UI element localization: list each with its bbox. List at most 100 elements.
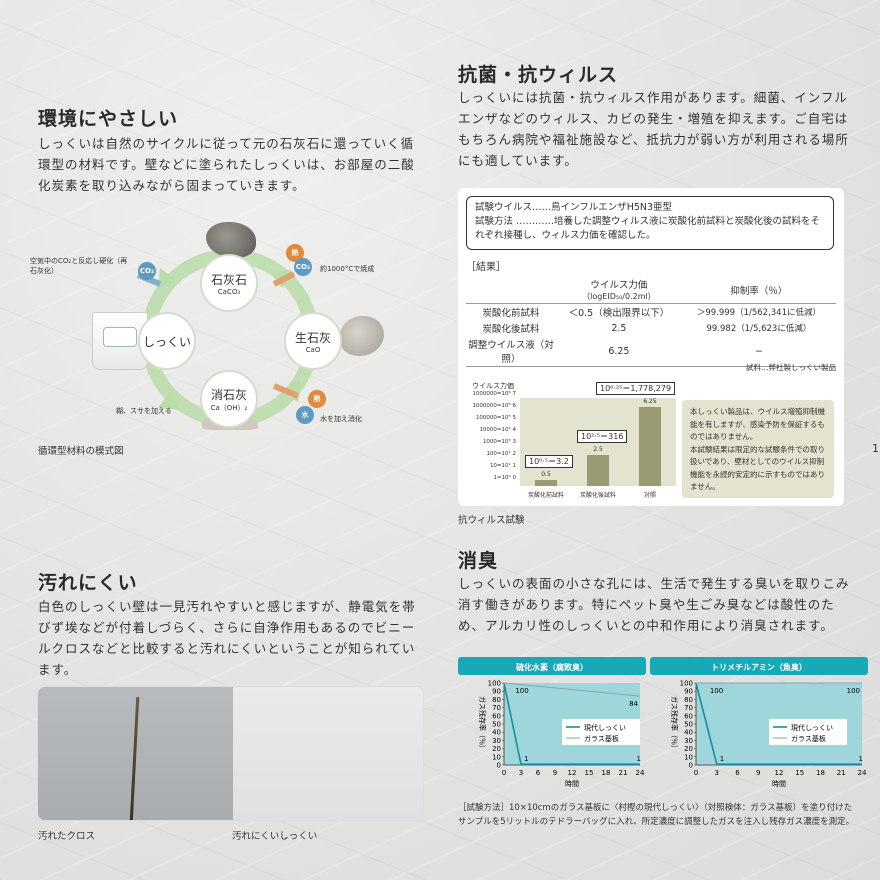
dirt-comparison-photo xyxy=(37,686,424,821)
node-slaked-lime-label: 消石灰 xyxy=(210,387,247,402)
node-quicklime-label: 生石灰 xyxy=(294,330,331,345)
y-tick-label: 50 xyxy=(684,721,693,729)
legend-label: ガラス基板 xyxy=(791,734,826,743)
data-label: 1 xyxy=(720,755,724,763)
node-limestone-formula: CaCO₃ xyxy=(217,287,241,296)
data-label: 100 xyxy=(847,687,860,695)
bar-value-label: 0.5 xyxy=(541,470,551,478)
bar-callout: 10⁰·⁵＝3.2 xyxy=(525,454,573,468)
x-tick-label: 0 xyxy=(694,769,698,777)
dirt-caption-left: 汚れたクロス xyxy=(38,831,96,842)
anti-title: 抗菌・抗ウィルス xyxy=(458,64,619,86)
y-axis-label: ガス残存率（％） xyxy=(478,696,487,752)
bar-value-label: 6.25 xyxy=(643,398,657,406)
bar-categories: 炭酸化前試料炭酸化後試料対照 xyxy=(520,490,676,500)
water-badge: 水 xyxy=(296,406,314,424)
row-name: 炭酸化前試料 xyxy=(482,308,540,319)
col-titer-unit: （logEID₅₀/0.2ml） xyxy=(582,292,656,301)
row-name: 調整ウイルス液（対照） xyxy=(468,340,554,365)
y-axis-label: ガス残存率（％） xyxy=(670,696,679,752)
y-tick-label: 40 xyxy=(684,729,693,737)
bar xyxy=(587,454,609,486)
note-water: 水を加え消化 xyxy=(320,415,362,423)
env-title: 環境にやさしい xyxy=(38,108,179,130)
y-tick-label: 90 xyxy=(684,688,693,696)
legend-label: 現代しっくい xyxy=(584,723,626,732)
y-tick-label: 10 xyxy=(492,753,501,761)
deo-method-note: ［試験方法］10×10cmのガラス基板に〈村樫の現代しっくい〉（対照検体：ガラス… xyxy=(458,803,855,827)
bar xyxy=(535,479,557,486)
limestone-image xyxy=(206,222,256,258)
y-tick-label: 40 xyxy=(492,729,501,737)
row-rate: 99.982（1/5,623に低減） xyxy=(706,324,812,334)
x-axis-label: 時間 xyxy=(772,780,786,787)
co2-out-badge: CO₂ xyxy=(294,258,312,276)
note-reaction: 空気中のCO₂と反応し硬化（再石灰化） xyxy=(30,257,128,275)
deo-title: 消臭 xyxy=(458,550,499,572)
dirty-cloth-photo xyxy=(38,687,233,820)
result-label: ［結果］ xyxy=(466,262,506,273)
bar-callout: 10²·⁵＝316 xyxy=(577,429,628,443)
x-tick-label: 3 xyxy=(715,769,719,777)
x-tick-label: 24 xyxy=(858,769,867,777)
test-virus: 試験ウイルス……鳥インフルエンザH5N3亜型 xyxy=(475,202,673,213)
cycle-diagram: 石灰石 CaCO₃ 生石灰 CaO 消石灰 Ca（OH）₂ しっくい CO₂ 熱… xyxy=(30,220,430,430)
x-tick-label: 12 xyxy=(568,769,577,777)
bar-ytick: 100=10² 2 xyxy=(486,451,516,457)
x-tick-label: 24 xyxy=(636,769,645,777)
col-titer: ウイルス力価 xyxy=(590,280,648,291)
dirt-body: 白色のしっくい壁は一見汚れやすいと感じますが、静電気を帯びず埃などが付着しづらく… xyxy=(38,599,416,677)
row-titer: 2.5 xyxy=(611,322,627,334)
x-tick-label: 18 xyxy=(602,769,611,777)
data-label: 84 xyxy=(629,700,638,708)
y-tick-label: 0 xyxy=(497,762,501,770)
x-tick-label: 21 xyxy=(837,769,846,777)
node-limestone-label: 石灰石 xyxy=(210,272,247,287)
note-glue: 糊、スサを加える xyxy=(116,407,172,415)
heat-badge-2: 熱 xyxy=(308,390,326,408)
bar-ylabel: ウイルス力価 xyxy=(472,382,514,390)
y-tick-label: 0 xyxy=(689,762,693,770)
test-conditions-box: 試験ウイルス……鳥インフルエンザH5N3亜型 試験方法 …………培養した調整ウィ… xyxy=(466,196,834,250)
y-tick-label: 90 xyxy=(492,688,501,696)
y-tick-label: 70 xyxy=(492,704,501,712)
y-tick-label: 30 xyxy=(492,737,501,745)
row-name: 炭酸化後試料 xyxy=(482,324,540,335)
data-label: 1 xyxy=(524,755,528,763)
node-limestone: 石灰石 CaCO₃ xyxy=(200,254,258,312)
x-tick-label: 3 xyxy=(519,769,523,777)
table-row: 調整ウイルス液（対照）6.25− xyxy=(466,336,836,367)
anti-body: しっくいには抗菌・抗ウィルス作用があります。細菌、インフルエンザなどのウィルス、… xyxy=(458,90,849,168)
x-tick-label: 6 xyxy=(536,769,541,777)
node-quicklime: 生石灰 CaO xyxy=(284,312,342,370)
row-rate: − xyxy=(754,345,763,357)
test-method: 試験方法 …………培養した調整ウィルス液に炭酸化前試料と炭酸化後の試料をそれぞれ… xyxy=(475,216,821,241)
bar-ytick: 10=10¹ 1 xyxy=(489,463,516,469)
node-slaked-lime-formula: Ca（OH）₂ xyxy=(210,403,248,412)
bar-callout: 10⁶·²⁵＝1,778,279 xyxy=(596,382,676,396)
y-tick-label: 20 xyxy=(684,745,693,753)
node-shikkui-label: しっくい xyxy=(142,334,191,349)
x-tick-label: 6 xyxy=(735,769,740,777)
table-row: 炭酸化後試料 2.5 99.982（1/5,623に低減） xyxy=(466,320,836,336)
series-line xyxy=(503,682,522,765)
legend-box xyxy=(769,719,847,745)
chart-title: トリメチルアミン（魚臭） xyxy=(711,662,807,672)
node-quicklime-formula: CaO xyxy=(305,345,321,354)
quicklime-image xyxy=(340,316,384,356)
node-shikkui: しっくい xyxy=(138,312,196,370)
row-titer: ＜0.5（検出限界以下） xyxy=(568,308,670,319)
x-tick-label: 12 xyxy=(775,769,784,777)
result-table: ウイルス力価（logEID₅₀/0.2ml） 抑制率（％） 炭酸化前試料 ＜0.5… xyxy=(466,276,836,367)
series-line xyxy=(695,682,718,765)
x-axis-label: 時間 xyxy=(565,780,579,787)
y-tick-label: 30 xyxy=(684,737,693,745)
env-body: しっくいは自然のサイクルに従って元の石灰石に還っていく循環型の材料です。壁などに… xyxy=(38,136,415,193)
table-header: ウイルス力価（logEID₅₀/0.2ml） 抑制率（％） xyxy=(466,276,836,304)
data-label: 1 xyxy=(859,755,863,763)
y-tick-label: 60 xyxy=(684,712,693,720)
deo-body: しっくいの表面の小さな孔には、生活で発生する臭いを取りこみ消す働きがあります。特… xyxy=(458,576,850,633)
bar-value-label: 2.5 xyxy=(593,445,603,453)
x-tick-label: 15 xyxy=(585,769,594,777)
